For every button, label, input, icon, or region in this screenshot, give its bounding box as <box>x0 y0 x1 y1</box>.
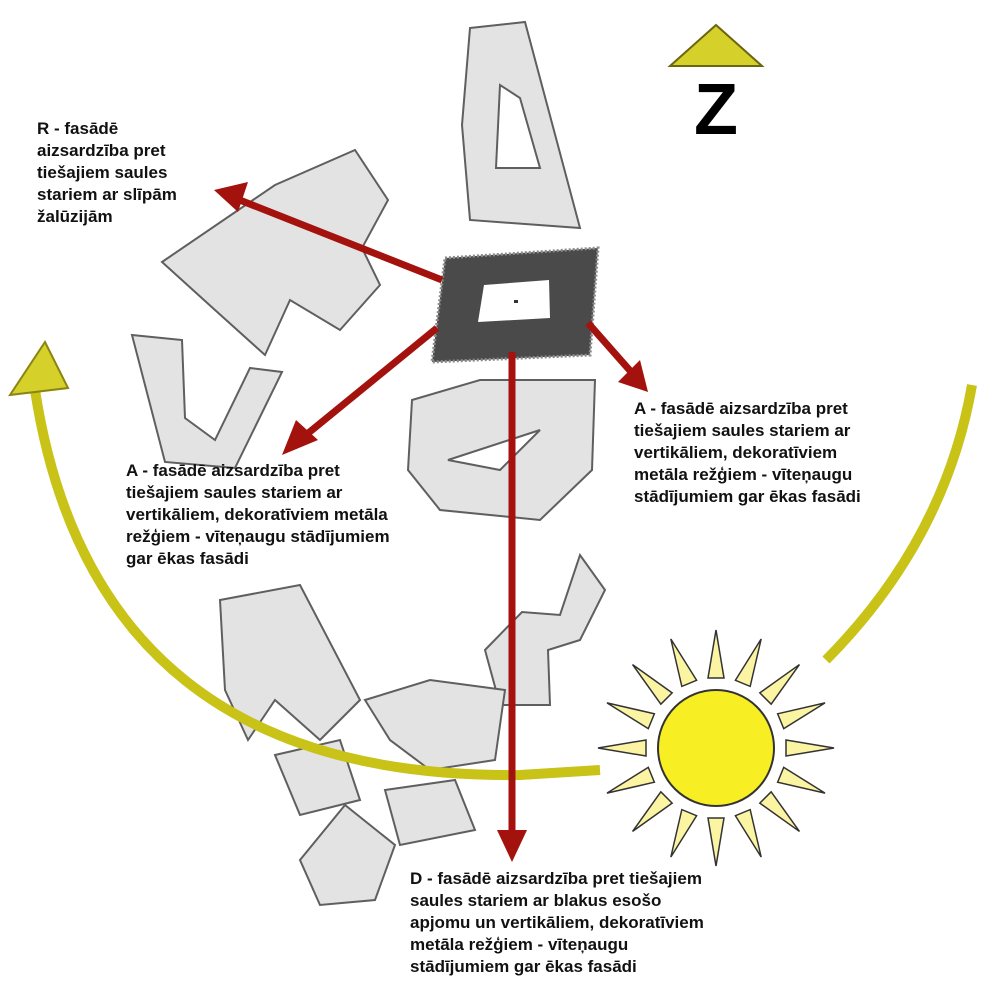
arrow-southwest <box>286 325 440 452</box>
target-building <box>430 246 600 364</box>
building-south-1 <box>218 583 362 743</box>
building-southeast <box>483 552 607 706</box>
label-southwest-facade: A - fasādē aizsardzība pret tiešajiem sa… <box>126 461 390 568</box>
building-north <box>460 20 582 230</box>
building-south-5 <box>298 803 397 907</box>
building-south-4 <box>383 778 477 847</box>
surrounding-buildings <box>130 20 607 907</box>
north-label: Z <box>694 70 738 150</box>
label-east-facade: A - fasādē aizsardzība pret tiešajiem sa… <box>634 399 861 506</box>
label-west-facade: R - fasādē aizsardzība pret tiešajiem sa… <box>37 119 177 226</box>
building-center <box>406 379 597 522</box>
building-south-2 <box>363 678 507 772</box>
sun-icon <box>597 629 835 867</box>
sun-path-arrowhead <box>7 340 70 397</box>
building-northwest <box>160 148 390 357</box>
north-arrow-icon <box>667 23 765 67</box>
label-south-facade: D - fasādē aizsardzība pret tiešajiem sa… <box>410 869 704 976</box>
sun-path-arc <box>30 384 977 781</box>
arrow-west <box>217 189 444 284</box>
arrowheads <box>214 182 648 862</box>
building-west <box>130 333 284 470</box>
